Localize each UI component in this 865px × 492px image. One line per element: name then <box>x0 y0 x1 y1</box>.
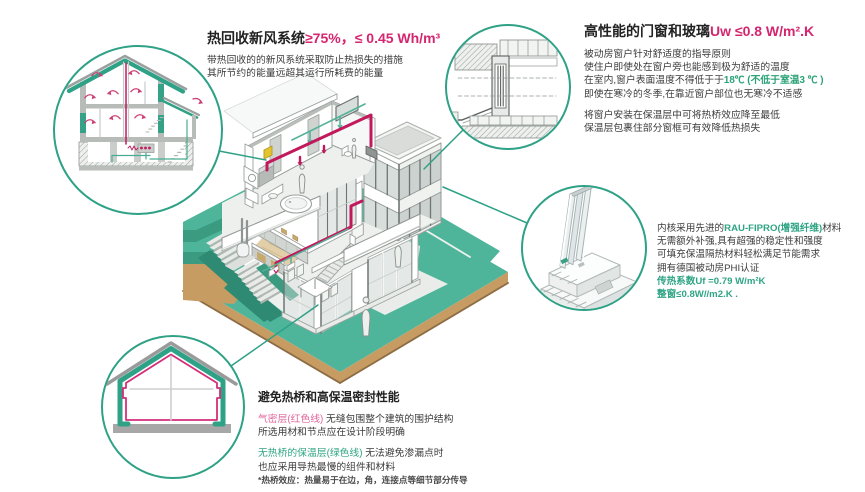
ventilation-title-value: ≥75%，≤ 0.45 Wh/m³ <box>305 30 441 46</box>
windows-annotation: 高性能的门窗和玻璃Uw ≤0.8 W/m².K 被动房窗户针对舒适度的指导原则 … <box>584 21 824 135</box>
bathtub <box>279 194 313 214</box>
thermal-envelope-illustration <box>105 341 238 433</box>
ventilation-line1: 带热回收的的新风系统采取防止热损失的措施 <box>207 55 403 66</box>
dining-table <box>287 263 338 306</box>
thermal-line1: 气密层(红色线) 无缝包围整个建筑的围护结构 <box>258 414 454 425</box>
leader-lines <box>218 129 528 367</box>
windows-line1: 被动房窗户针对舒适度的指导原则 <box>584 49 731 60</box>
profile-line3: 可填充保温隔热材料轻松满足节能需求 <box>657 249 821 261</box>
lower-glass-walls <box>281 233 421 335</box>
thermal-line2: 所选用材和节点应在设计阶段明确 <box>258 427 405 439</box>
ventilation-section-illustration <box>64 54 203 171</box>
profile-line2: 无需额外补强,具有超强的稳定性和强度 <box>657 236 823 248</box>
thermal-line3: 无热桥的保温层(绿色线) 无法避免渗漏点时 <box>258 448 444 460</box>
windows-temp-value: 18℃ (不低于室温3 ℃ ) <box>723 75 824 87</box>
profile-line1: 内核采用先进的RAU-FIPRO(增强纤维)材料 <box>657 223 842 234</box>
windows-line6: 保温层包裹住部分窗框可有效降低热损失 <box>584 123 761 135</box>
thermal-line4: 也应采用导热最慢的组件和材料 <box>258 461 396 473</box>
windows-line2: 使住户即使处在窗户旁也能感到极为舒适的温度 <box>584 62 790 74</box>
windows-line4: 即使在寒冷的冬季,在靠近窗户部位也无寒冷不适感 <box>584 88 803 100</box>
service-pipes <box>236 217 250 258</box>
ventilation-ducts <box>262 103 378 278</box>
ventilation-annotation: 热回收新风系统≥75%，≤ 0.45 Wh/m³ 带热回收的的新风系统采取防止热… <box>207 28 440 80</box>
profile-uw-value: 整窗≤0.8W//m2.K . <box>657 289 738 301</box>
thermal-title: 避免热桥和高保温密封性能 <box>258 390 400 404</box>
circle-ventilation <box>53 45 223 215</box>
profile-material-value: RAU-FIPRO(增强纤维) <box>724 223 823 234</box>
windows-title-value: Uw ≤0.8 W/m².K <box>710 23 815 39</box>
ventilation-title: 热回收新风系统≥75%，≤ 0.45 Wh/m³ <box>207 30 441 46</box>
profile-uf-value: 传热系数Uf =0.79 W/m²K <box>657 275 766 287</box>
thermal-footnote: *热桥效应：热量易于在边，角，连接点等细节部分传导 <box>258 474 468 485</box>
person-figure <box>361 296 371 337</box>
insulation-layer-label: 无热桥的保温层(绿色线) <box>258 448 363 460</box>
airtight-layer-label: 气密层(红色线) <box>258 414 324 425</box>
ventilation-module-yellow <box>263 145 273 160</box>
profile-annotation: 内核采用先进的RAU-FIPRO(增强纤维)材料 无需额外补强,具有超强的稳定性… <box>657 222 841 301</box>
windows-title: 高性能的门窗和玻璃Uw ≤0.8 W/m².K <box>584 23 815 39</box>
ventilation-line2: 其所节约的能量远超其运行所耗费的能量 <box>207 68 384 80</box>
profile-line4: 拥有德国被动房PHI认证 <box>657 262 760 274</box>
thermal-annotation: 避免热桥和高保温密封性能 气密层(红色线) 无缝包围整个建筑的围护结构 所选用材… <box>258 388 468 487</box>
windows-line5: 将窗户安装在保温层中可将热桥效应降至最低 <box>584 109 780 121</box>
windows-line3: 在室内,窗户表面温度不得低于于18℃ (不低于室温3 ℃ ) <box>584 75 824 87</box>
